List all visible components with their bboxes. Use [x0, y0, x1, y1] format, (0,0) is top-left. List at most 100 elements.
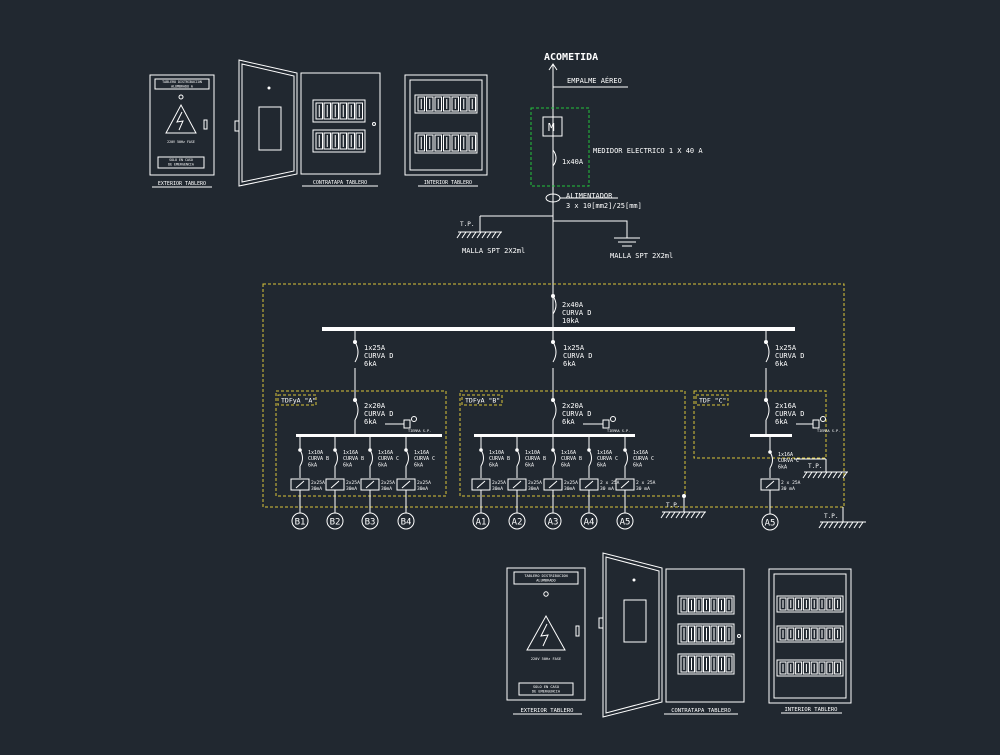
circuit-breaker-label-line2: CURVA C: [597, 456, 618, 462]
bottom-exterior-note-line1: SOLO EN CASO: [533, 685, 559, 689]
board-b-ground-symbol: [583, 419, 610, 429]
board-b-tag: TDFyA "B": [465, 397, 500, 405]
bottom-exterior-title-plate: [513, 571, 579, 585]
hatch-stroke: [690, 511, 696, 519]
circuit-breaker-label-line3: 6kA: [633, 462, 642, 468]
circuit-breaker-dot: [587, 448, 591, 452]
bottom-interior-din3: [776, 659, 844, 677]
enclosure-ground: T.P.: [818, 507, 866, 529]
bottom-contratapa-breakers: [680, 597, 733, 673]
circuit-output-circle: [326, 512, 344, 530]
top-contratapa-box: [300, 72, 381, 175]
circuit-breaker-label-line2: CURVA C: [633, 456, 654, 462]
bottom-contratapa-latch: [737, 634, 741, 638]
board-a-busbar: [296, 434, 442, 437]
top-interior-plate: [409, 79, 483, 171]
bottom-interior-module: [810, 661, 818, 675]
circuit-differential-switch: [476, 480, 486, 489]
board-c-main-l2: CURVA D: [775, 410, 805, 418]
feeder-c-l3: 6kA: [775, 360, 788, 368]
bottom-interior-box: [768, 568, 852, 704]
board-a-tag-box: [277, 394, 317, 406]
circuit-differential-switch: [584, 480, 594, 489]
hatch-stroke: [665, 511, 671, 519]
bottom-exterior-caption: EXTERIOR TABLERO: [521, 708, 574, 714]
feeder-c-dot: [764, 340, 768, 344]
ground-left-tag: T.P.: [460, 221, 474, 228]
bottom-interior-module: [826, 627, 834, 641]
hatch-stroke: [842, 471, 848, 479]
circuit-output-label: A3: [548, 518, 559, 528]
circuit-differential-switch: [330, 480, 340, 489]
bottom-contratapa-module: [710, 597, 718, 613]
top-exterior-title-line2: ALUMBRADO A: [171, 84, 193, 88]
circuit-output-circle: [508, 512, 526, 530]
feeder-a-l3: 6kA: [364, 360, 377, 368]
circuit-breaker-label-line3: 6kA: [308, 462, 317, 468]
bottom-contratapa-row2: [677, 623, 735, 645]
top-exterior-lamp: [178, 94, 184, 100]
circuit-breaker-label-line1: 1x16A: [414, 450, 429, 456]
bottom-contratapa-module: [718, 597, 725, 613]
bottom-interior-module: [779, 597, 787, 611]
bottom-interior-module: [834, 661, 842, 675]
circuit-breaker-label-line1: 1x10A: [489, 450, 504, 456]
bottom-contratapa-module: [688, 625, 695, 643]
circuit-output-circle: [361, 512, 379, 530]
circuit-breaker-label-line3: 6kA: [414, 462, 423, 468]
malla-left-label: MALLA SPT 2X2ml: [462, 247, 525, 255]
bottom-interior-module: [826, 597, 834, 611]
bottom-interior-module: [818, 627, 826, 641]
cabinet-set-bottom: 220V 50Hz FASE EXTERIOR TABLERO CONTRATA…: [506, 552, 852, 718]
circuit-breaker-label-line2: CURVA C: [414, 456, 435, 462]
hatch-stroke: [471, 231, 477, 239]
acometida-label: ACOMETIDA: [544, 52, 598, 63]
bottom-interior-module: [795, 627, 803, 641]
board-b-ground-icon: [610, 416, 616, 422]
top-interior-module: [426, 134, 434, 152]
top-interior-module: [434, 134, 442, 152]
top-exterior-lightning: [176, 111, 184, 131]
circuit-differential-label-line1: 2x25A: [492, 480, 506, 486]
main-enclosure: [262, 283, 845, 508]
circuit-output-circle: [580, 512, 598, 530]
top-contratapa-module: [323, 102, 331, 120]
feeder-a-breaker: [354, 341, 359, 363]
top-contratapa-module: [315, 102, 323, 120]
top-contratapa-module: [347, 132, 355, 150]
top-interior-module: [468, 134, 476, 152]
circuit-differential-switch: [548, 480, 558, 489]
feeder-a-dot: [353, 340, 357, 344]
circuit-differential-label-line1: 2x25A: [528, 480, 542, 486]
circuit-breaker-dot: [515, 448, 519, 452]
board-c-busbar: [750, 434, 792, 437]
board-b-enclosure: [459, 390, 686, 497]
top-exterior-warning-icon: [165, 103, 197, 134]
top-contratapa-bottom-row: [312, 129, 366, 153]
top-interior-module: [417, 96, 425, 112]
circuit-output-label: A4: [584, 518, 595, 528]
board-c-ground-icon: [820, 416, 826, 422]
top-contratapa-module: [339, 102, 347, 120]
circuit-breaker-label-line3: 6kA: [343, 462, 352, 468]
bottom-contratapa-module: [703, 597, 710, 613]
circuit-differential-label-line2: 30mA: [564, 486, 575, 492]
circuit-differential-label-line2: 30mA: [311, 486, 322, 492]
circuit-breaker-symbol: [552, 437, 556, 478]
circuit-breaker-dot: [333, 448, 337, 452]
meter-symbol-box: [542, 116, 563, 137]
circuit-output-label: B1: [295, 518, 306, 528]
hatch-stroke: [491, 231, 497, 239]
hatch-stroke: [486, 231, 492, 239]
bottom-contratapa-caption: CONTRATAPA TABLERO: [671, 708, 731, 714]
bottom-contratapa-box: [665, 568, 745, 703]
general-breaker: 2x40A CURVA D 10kA: [551, 294, 592, 325]
feeder-c-l2: CURVA D: [775, 352, 805, 360]
bottom-interior-module: [787, 597, 795, 611]
circuit-differential-switch: [512, 480, 522, 489]
board-b-ground: T.P.: [660, 494, 706, 519]
top-contratapa-module: [339, 132, 347, 150]
